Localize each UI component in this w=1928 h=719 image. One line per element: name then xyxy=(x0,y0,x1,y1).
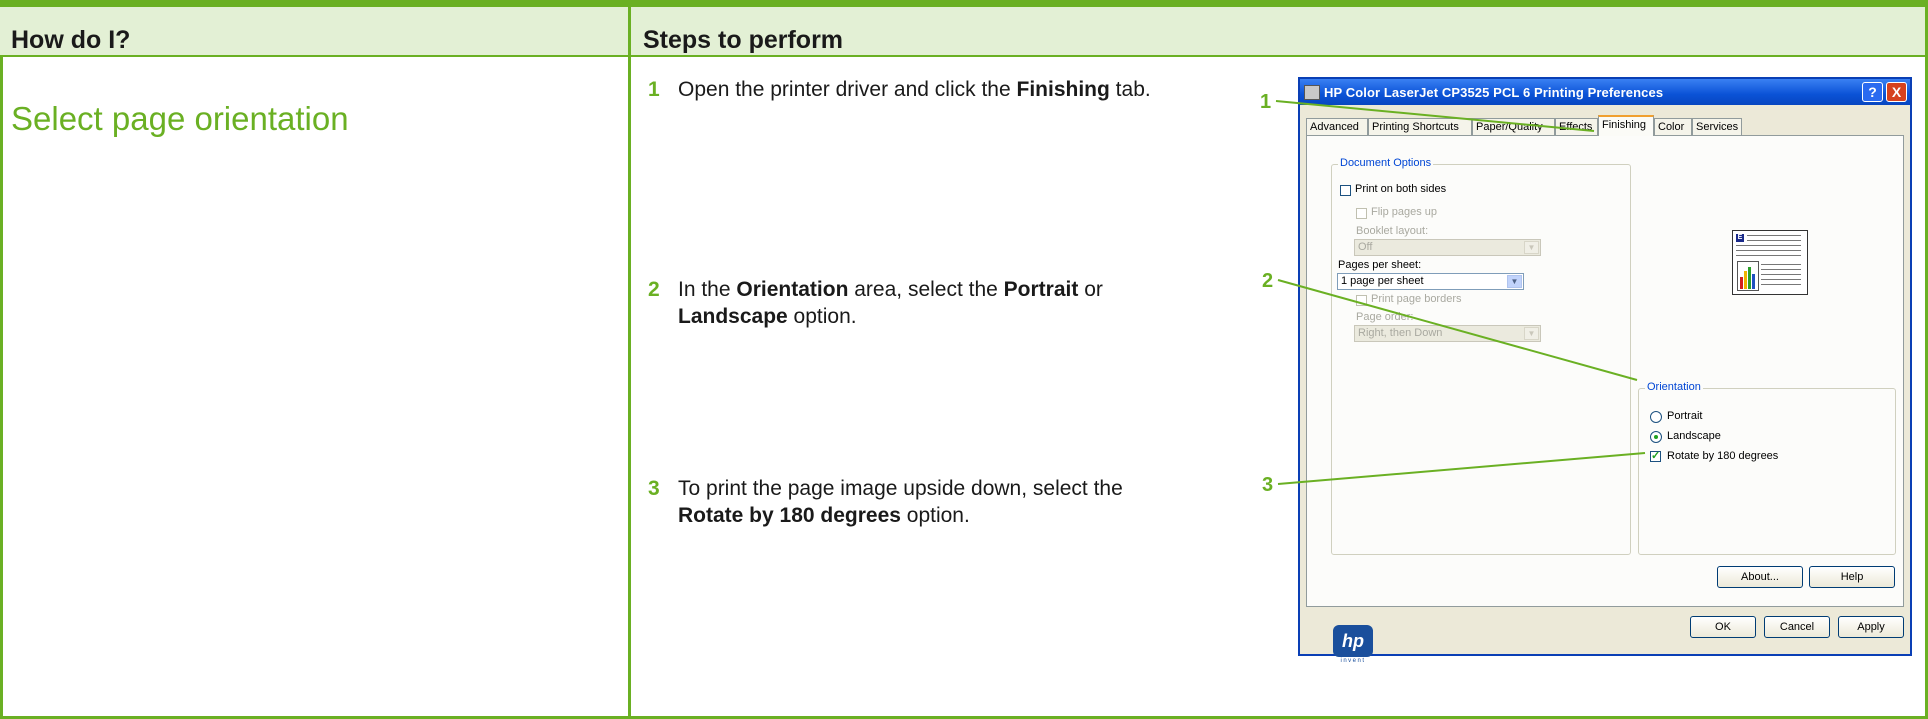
portrait-label: Portrait xyxy=(1667,410,1703,422)
tab-services[interactable]: Services xyxy=(1692,118,1742,135)
help-button[interactable]: Help xyxy=(1809,566,1895,588)
step-text: To print the page image upside down, sel… xyxy=(678,477,1123,527)
tab-effects[interactable]: Effects xyxy=(1555,118,1598,135)
callout-2: 2 xyxy=(1262,270,1274,292)
step-number: 2 xyxy=(648,278,660,301)
apply-button[interactable]: Apply xyxy=(1838,616,1904,638)
print-page-borders-checkbox[interactable] xyxy=(1356,295,1367,306)
step-number: 1 xyxy=(648,78,660,101)
dialog-titlebar[interactable]: HP Color LaserJet CP3525 PCL 6 Printing … xyxy=(1300,79,1910,105)
flip-pages-up-checkbox[interactable] xyxy=(1356,208,1367,219)
ok-button[interactable]: OK xyxy=(1690,616,1756,638)
booklet-layout-select[interactable]: Off▼ xyxy=(1354,239,1541,256)
callout-3: 3 xyxy=(1262,474,1274,496)
document-options-label: Document Options xyxy=(1338,157,1434,169)
portrait-radio[interactable] xyxy=(1650,411,1662,423)
landscape-radio[interactable] xyxy=(1650,431,1662,443)
table-right-border xyxy=(1925,7,1928,716)
printer-icon xyxy=(1304,85,1320,100)
page-order-select[interactable]: Right, then Down▼ xyxy=(1354,325,1541,342)
print-both-sides-checkbox[interactable] xyxy=(1340,185,1351,196)
print-both-sides-label: Print on both sides xyxy=(1355,183,1447,195)
step-number: 3 xyxy=(648,477,660,500)
tab-printing-shortcuts[interactable]: Printing Shortcuts xyxy=(1368,118,1472,135)
task-title: Select page orientation xyxy=(11,100,349,137)
tab-advanced[interactable]: Advanced xyxy=(1306,118,1368,135)
hp-logo-icon: hp xyxy=(1333,625,1373,657)
hp-logo-tagline: invent xyxy=(1340,658,1366,664)
booklet-layout-label: Booklet layout: xyxy=(1356,225,1429,237)
header-how-do-i: How do I? xyxy=(11,26,131,54)
chevron-down-icon: ▼ xyxy=(1507,275,1522,288)
about-button[interactable]: About... xyxy=(1717,566,1803,588)
instruction-table xyxy=(0,7,1928,716)
rotate-180-label: Rotate by 180 degrees xyxy=(1667,450,1779,462)
step-text: Open the printer driver and click the Fi… xyxy=(678,78,1151,101)
orientation-group: Orientation Portrait Landscape Rotate by… xyxy=(1638,381,1896,555)
callout-1: 1 xyxy=(1260,91,1272,113)
document-options-group: Document Options Print on both sides Fli… xyxy=(1331,157,1631,555)
column-divider xyxy=(628,7,631,716)
table-header-row: How do I? Steps to perform xyxy=(0,7,1928,57)
help-titlebar-button[interactable]: ? xyxy=(1862,82,1883,102)
page-preview-image: E xyxy=(1732,230,1808,295)
header-steps: Steps to perform xyxy=(643,26,844,54)
table-bottom-border xyxy=(0,716,1928,719)
orientation-label: Orientation xyxy=(1645,381,1703,393)
tab-paper-quality[interactable]: Paper/Quality xyxy=(1472,118,1555,135)
pages-per-sheet-select[interactable]: 1 page per sheet▼ xyxy=(1337,273,1524,290)
step-text: In the Orientation area, select the Port… xyxy=(678,278,1103,328)
printing-preferences-dialog: HP Color LaserJet CP3525 PCL 6 Printing … xyxy=(1298,77,1912,664)
finishing-panel: Document Options Print on both sides Fli… xyxy=(1306,135,1904,664)
dialog-title: HP Color LaserJet CP3525 PCL 6 Printing … xyxy=(1324,85,1664,100)
top-accent-bar xyxy=(0,0,1928,7)
print-page-borders-label: Print page borders xyxy=(1371,293,1462,305)
chevron-down-icon: ▼ xyxy=(1524,241,1539,254)
chevron-down-icon: ▼ xyxy=(1524,327,1539,340)
rotate-180-checkbox[interactable] xyxy=(1650,449,1661,462)
tab-finishing[interactable]: Finishing xyxy=(1598,115,1654,136)
flip-pages-up-label: Flip pages up xyxy=(1371,206,1438,218)
landscape-label: Landscape xyxy=(1667,430,1721,442)
pages-per-sheet-label: Pages per sheet: xyxy=(1338,259,1422,271)
tab-color[interactable]: Color xyxy=(1654,118,1692,135)
close-button[interactable]: X xyxy=(1886,82,1907,102)
page-order-label: Page order: xyxy=(1356,311,1414,323)
cancel-button[interactable]: Cancel xyxy=(1764,616,1830,638)
